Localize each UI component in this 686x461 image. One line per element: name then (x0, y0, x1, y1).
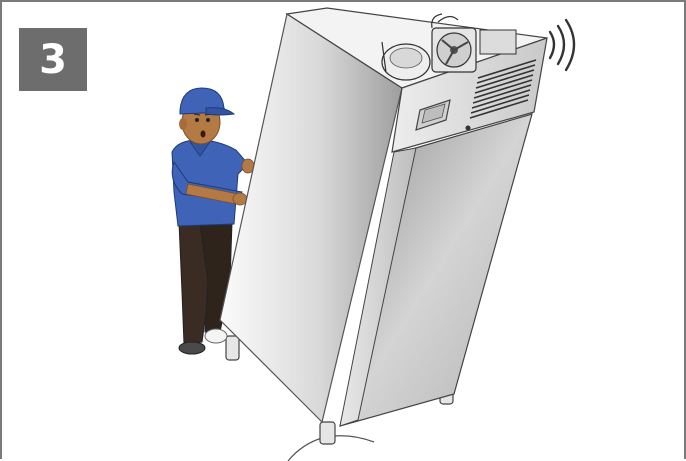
step-number: 3 (39, 37, 67, 83)
vibration-waves-icon (550, 20, 574, 70)
refrigerator-cabinet (220, 8, 547, 426)
indicator-dot (466, 126, 471, 131)
step-number-badge: 3 (19, 28, 87, 91)
